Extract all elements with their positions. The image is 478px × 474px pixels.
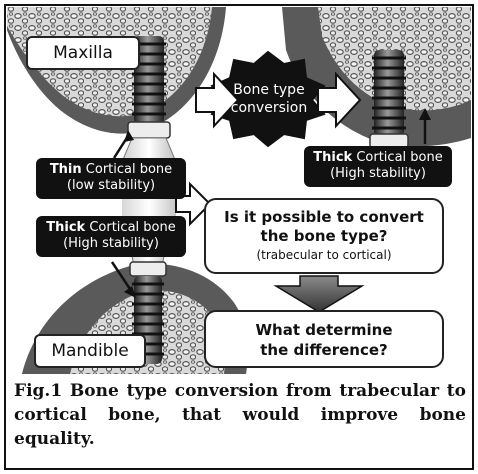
thick-sub-top: (High stability) — [304, 166, 452, 182]
thick-rest-bottom: Cortical bone — [85, 220, 176, 235]
maxilla-label: Maxilla — [26, 36, 140, 70]
figure-caption: Fig.1 Bone type conversion from trabecul… — [14, 380, 466, 451]
question-sub: (trabecular to cortical) — [206, 246, 442, 265]
thin-rest: Cortical bone — [82, 162, 173, 177]
thick-cortical-box-top: Thick Cortical bone (High stability) — [304, 146, 452, 187]
thin-sub: (low stability) — [36, 178, 186, 194]
implant-converted — [370, 50, 408, 148]
thick-word-bottom: Thick — [46, 220, 85, 235]
conversion-line2: conversion — [226, 99, 312, 117]
thin-word: Thin — [50, 162, 82, 177]
mandible-text: Mandible — [51, 341, 128, 361]
maxilla-text: Maxilla — [53, 43, 113, 63]
question-line1: Is it possible to convert — [206, 208, 442, 227]
conversion-label: Bone type conversion — [226, 81, 312, 117]
thick-sub-bottom: (High stability) — [36, 236, 186, 252]
determine-box: What determine the difference? — [204, 310, 444, 368]
thick-word-top: Thick — [313, 150, 352, 165]
mandible-label: Mandible — [34, 334, 146, 368]
question-box: Is it possible to convert the bone type?… — [204, 198, 444, 274]
thick-cortical-box-bottom: Thick Cortical bone (High stability) — [36, 216, 186, 257]
determine-line2: the difference? — [206, 340, 442, 360]
question-line2: the bone type? — [206, 227, 442, 246]
conversion-line1: Bone type — [226, 81, 312, 99]
thick-rest-top: Cortical bone — [352, 150, 443, 165]
thin-cortical-box: Thin Cortical bone (low stability) — [36, 158, 186, 199]
determine-line1: What determine — [206, 320, 442, 340]
